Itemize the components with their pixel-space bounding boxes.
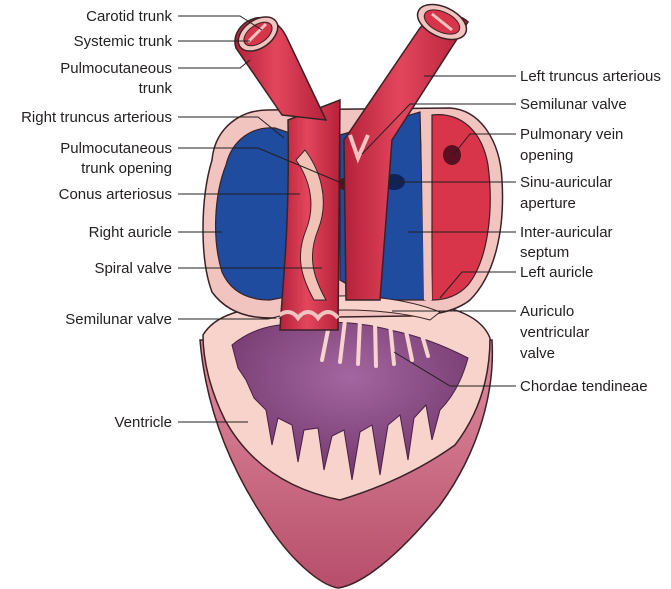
label-chordae-tendineae: Chordae tendineae — [520, 378, 648, 395]
inter-auricular-septum — [425, 115, 428, 300]
label-carotid-trunk: Carotid trunk — [86, 8, 172, 25]
label-inter-auricular-line1: Inter-auricular — [520, 224, 613, 241]
right-labels: Left truncus arterious Semilunar valve P… — [520, 68, 661, 395]
label-systemic-trunk: Systemic trunk — [74, 33, 173, 50]
label-pulmonary-vein-line1: Pulmonary vein — [520, 126, 623, 143]
label-auriculo-line3: valve — [520, 345, 555, 362]
left-labels: Carotid trunk Systemic trunk Pulmocutane… — [21, 8, 172, 431]
label-left-auricle: Left auricle — [520, 264, 593, 281]
label-auriculo-line1: Auriculo — [520, 303, 574, 320]
label-right-auricle: Right auricle — [89, 224, 172, 241]
label-pulmocutaneous-trunk-line1: Pulmocutaneous — [60, 60, 172, 77]
label-left-truncus-arteriosus: Left truncus arterious — [520, 68, 661, 85]
label-sinu-auricular-line2: aperture — [520, 195, 576, 212]
label-pulmocutaneous-opening-line1: Pulmocutaneous — [60, 140, 172, 157]
label-right-truncus-arteriosus: Right truncus arterious — [21, 109, 172, 126]
label-pulmonary-vein-line2: opening — [520, 147, 573, 164]
label-ventricle: Ventricle — [114, 414, 172, 431]
label-pulmocutaneous-opening-line2: trunk opening — [81, 160, 172, 177]
label-conus-arteriosus: Conus arteriosus — [59, 186, 172, 203]
label-pulmocutaneous-trunk-line2: trunk — [139, 80, 173, 97]
label-auriculo-line2: ventricular — [520, 324, 589, 341]
label-sinu-auricular-line1: Sinu-auricular — [520, 174, 613, 191]
label-semilunar-valve-left: Semilunar valve — [65, 311, 172, 328]
label-inter-auricular-line2: septum — [520, 244, 569, 261]
label-semilunar-valve-right: Semilunar valve — [520, 96, 627, 113]
label-spiral-valve: Spiral valve — [94, 260, 172, 277]
